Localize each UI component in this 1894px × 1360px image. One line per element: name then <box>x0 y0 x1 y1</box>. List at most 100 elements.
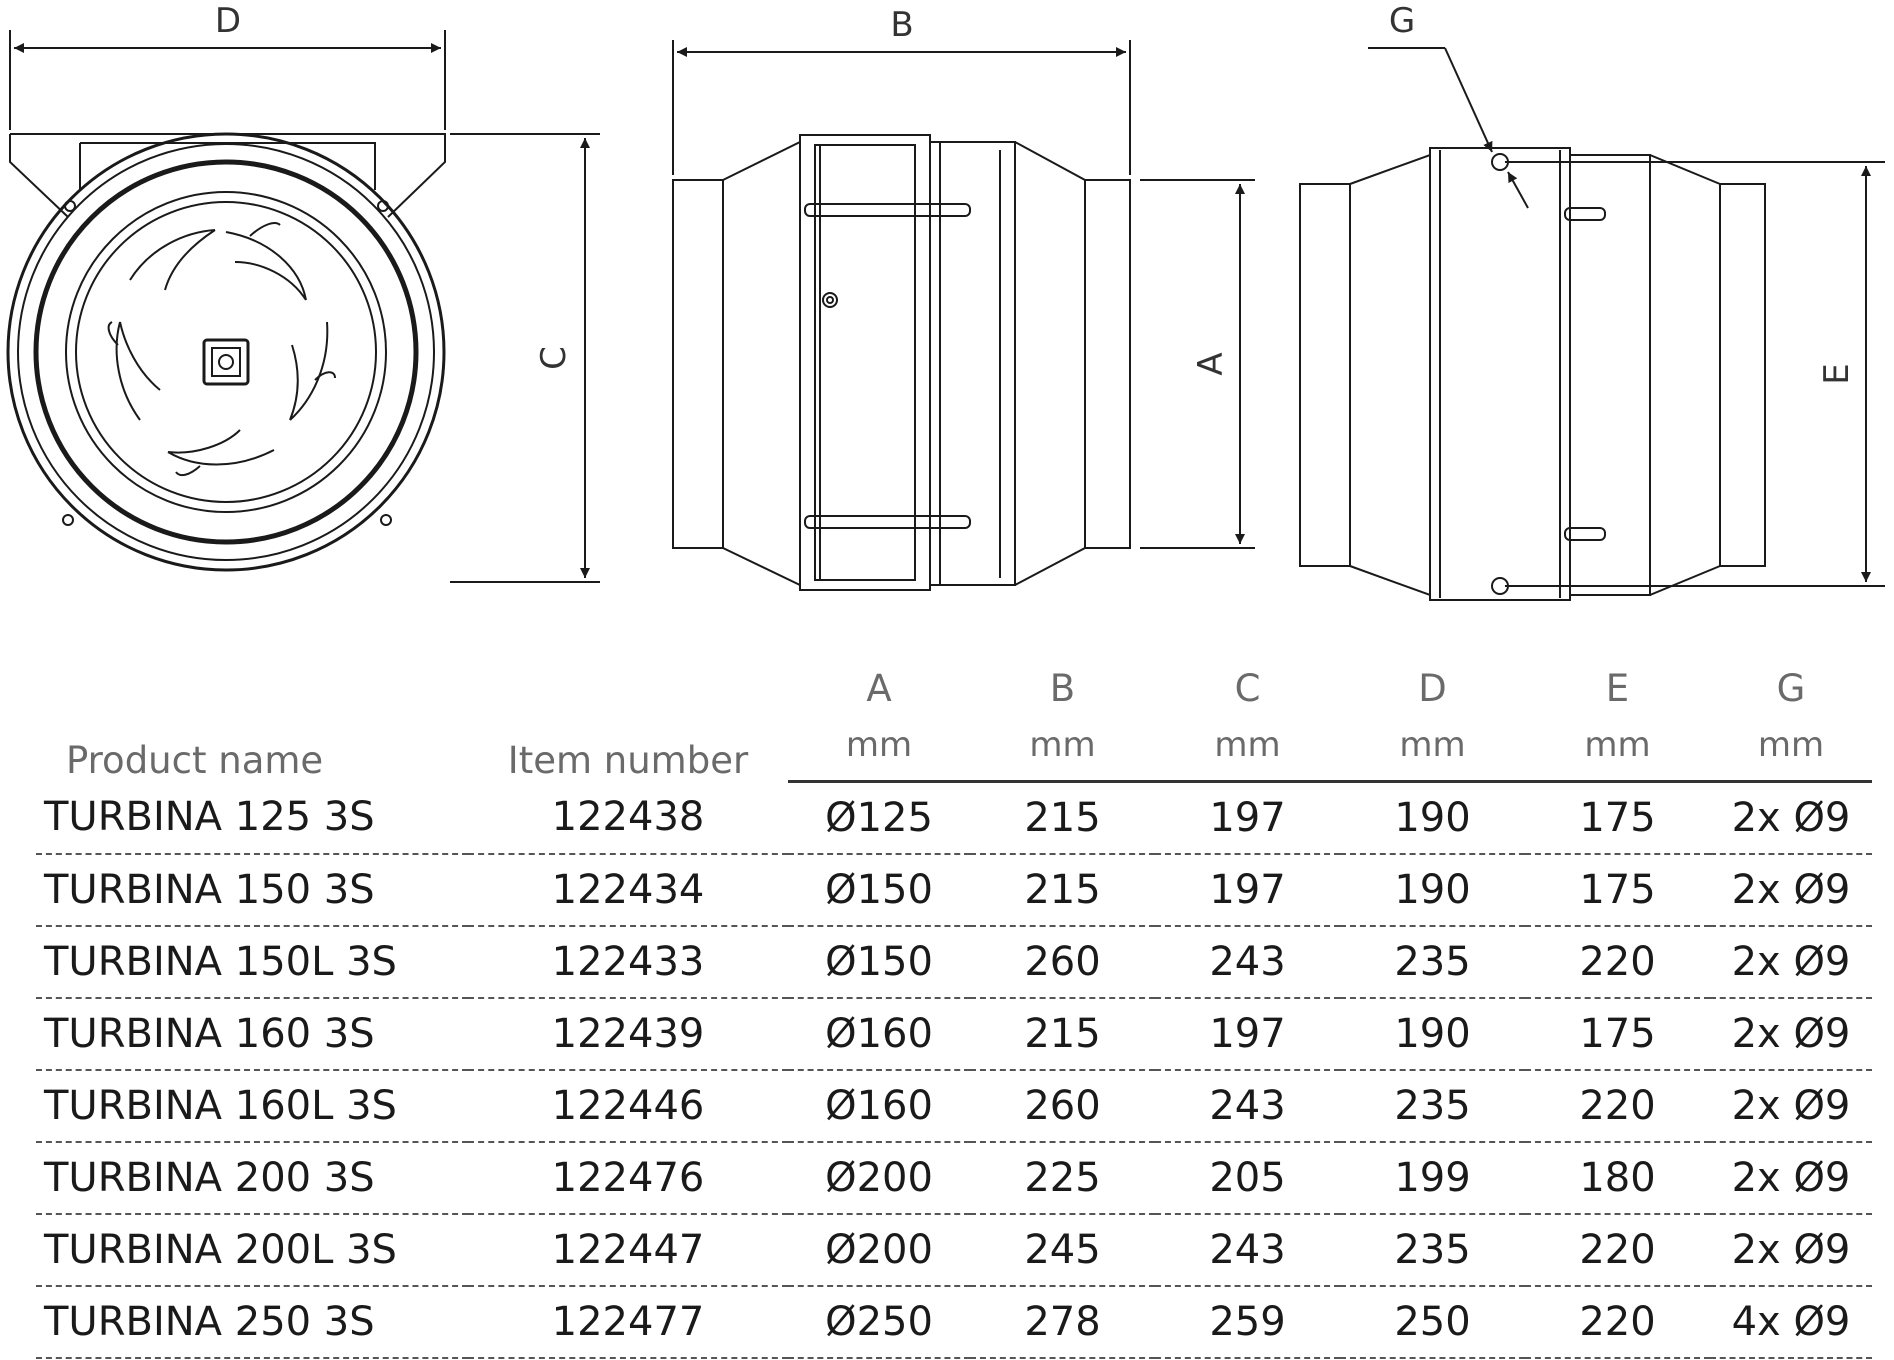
dim-d-cell: 250 <box>1340 1286 1525 1359</box>
dim-label-d: D <box>215 1 241 41</box>
table-header: Product name Item number A B C D E G mm … <box>36 638 1872 783</box>
product-name-cell: TURBINA 160L 3S <box>36 1070 468 1143</box>
item-number-cell: 122446 <box>468 1070 788 1143</box>
dim-d-cell: 190 <box>1340 781 1525 855</box>
product-name-cell: TURBINA 200L 3S <box>36 1214 468 1287</box>
dim-a-cell: Ø160 <box>788 998 970 1071</box>
product-name-cell: TURBINA 150L 3S <box>36 926 468 999</box>
dim-g-cell: 2x Ø9 <box>1710 781 1872 855</box>
dim-label-b: B <box>890 5 913 45</box>
dim-a-cell: Ø250 <box>788 1286 970 1359</box>
header-unit-e: mm <box>1525 710 1710 783</box>
header-item-number: Item number <box>507 738 749 782</box>
dim-g-cell: 2x Ø9 <box>1710 1214 1872 1287</box>
dim-b-cell: 245 <box>970 1214 1155 1287</box>
dim-c-cell: 243 <box>1155 926 1340 999</box>
dim-g-cell: 2x Ø9 <box>1710 1070 1872 1143</box>
dim-e-cell: 220 <box>1525 926 1710 999</box>
item-number-cell: 122439 <box>468 998 788 1071</box>
product-name-cell: TURBINA 250 3S <box>36 1286 468 1359</box>
dim-b-cell: 215 <box>970 998 1155 1071</box>
dim-e-cell: 175 <box>1525 998 1710 1071</box>
table-row: TURBINA 160 3S 122439 Ø160 215 197 190 1… <box>36 998 1872 1071</box>
header-col-e: E <box>1605 667 1630 710</box>
dim-a-cell: Ø200 <box>788 1214 970 1287</box>
dim-c-cell: 259 <box>1155 1286 1340 1359</box>
dim-label-e: E <box>1817 363 1857 384</box>
front-view <box>6 132 446 572</box>
dimensions-table: Product name Item number A B C D E G mm … <box>36 638 1872 1359</box>
dim-g-cell: 4x Ø9 <box>1710 1286 1872 1359</box>
header-col-g: G <box>1776 667 1806 710</box>
dimension-lines <box>9 30 1885 587</box>
dim-a-cell: Ø125 <box>788 781 970 855</box>
dim-c-cell: 197 <box>1155 854 1340 927</box>
table-body: TURBINA 125 3S 122438 Ø125 215 197 190 1… <box>36 781 1872 1359</box>
header-col-b: B <box>1049 667 1076 710</box>
dim-d-cell: 235 <box>1340 1214 1525 1287</box>
dim-e-cell: 175 <box>1525 854 1710 927</box>
header-unit-c: mm <box>1155 710 1340 783</box>
dim-b-cell: 215 <box>970 854 1155 927</box>
rear-view <box>1299 147 1766 601</box>
dim-d-cell: 235 <box>1340 1070 1525 1143</box>
table-row: TURBINA 160L 3S 122446 Ø160 260 243 235 … <box>36 1070 1872 1143</box>
dim-d-cell: 199 <box>1340 1142 1525 1215</box>
dim-g-cell: 2x Ø9 <box>1710 926 1872 999</box>
dim-label-g: G <box>1389 1 1415 41</box>
dim-label-c: C <box>534 346 574 370</box>
dim-g-cell: 2x Ø9 <box>1710 998 1872 1071</box>
dim-e-cell: 220 <box>1525 1070 1710 1143</box>
table-row: TURBINA 150 3S 122434 Ø150 215 197 190 1… <box>36 854 1872 927</box>
side-view <box>672 134 1131 591</box>
header-product-name: Product name <box>66 738 324 782</box>
item-number-cell: 122447 <box>468 1214 788 1287</box>
header-col-d: D <box>1418 667 1447 710</box>
dim-b-cell: 215 <box>970 781 1155 855</box>
dim-e-cell: 220 <box>1525 1286 1710 1359</box>
dim-b-cell: 278 <box>970 1286 1155 1359</box>
dim-d-cell: 190 <box>1340 854 1525 927</box>
header-unit-a: mm <box>788 710 970 783</box>
table-row: TURBINA 250 3S 122477 Ø250 278 259 250 2… <box>36 1286 1872 1359</box>
item-number-cell: 122433 <box>468 926 788 999</box>
table-row: TURBINA 125 3S 122438 Ø125 215 197 190 1… <box>36 781 1872 855</box>
table-row: TURBINA 150L 3S 122433 Ø150 260 243 235 … <box>36 926 1872 999</box>
item-number-cell: 122477 <box>468 1286 788 1359</box>
product-name-cell: TURBINA 125 3S <box>36 781 468 855</box>
dim-c-cell: 197 <box>1155 781 1340 855</box>
product-name-cell: TURBINA 160 3S <box>36 998 468 1071</box>
header-unit-b: mm <box>970 710 1155 783</box>
dim-g-cell: 2x Ø9 <box>1710 854 1872 927</box>
dim-a-cell: Ø160 <box>788 1070 970 1143</box>
dim-label-a: A <box>1191 352 1231 375</box>
dim-e-cell: 175 <box>1525 781 1710 855</box>
header-col-a: A <box>866 667 892 710</box>
dim-a-cell: Ø150 <box>788 854 970 927</box>
dim-c-cell: 197 <box>1155 998 1340 1071</box>
dim-c-cell: 243 <box>1155 1070 1340 1143</box>
dim-a-cell: Ø150 <box>788 926 970 999</box>
dim-b-cell: 260 <box>970 926 1155 999</box>
product-name-cell: TURBINA 150 3S <box>36 854 468 927</box>
dim-d-cell: 190 <box>1340 998 1525 1071</box>
header-unit-d: mm <box>1340 710 1525 783</box>
item-number-cell: 122476 <box>468 1142 788 1215</box>
dim-e-cell: 180 <box>1525 1142 1710 1215</box>
dim-a-cell: Ø200 <box>788 1142 970 1215</box>
dim-b-cell: 260 <box>970 1070 1155 1143</box>
header-col-c: C <box>1234 667 1261 710</box>
dim-c-cell: 205 <box>1155 1142 1340 1215</box>
header-unit-g: mm <box>1710 710 1872 783</box>
product-name-cell: TURBINA 200 3S <box>36 1142 468 1215</box>
table-row: TURBINA 200 3S 122476 Ø200 225 205 199 1… <box>36 1142 1872 1215</box>
dim-g-cell: 2x Ø9 <box>1710 1142 1872 1215</box>
dim-e-cell: 220 <box>1525 1214 1710 1287</box>
dim-b-cell: 225 <box>970 1142 1155 1215</box>
table-row: TURBINA 200L 3S 122447 Ø200 245 243 235 … <box>36 1214 1872 1287</box>
item-number-cell: 122438 <box>468 781 788 855</box>
item-number-cell: 122434 <box>468 854 788 927</box>
dim-d-cell: 235 <box>1340 926 1525 999</box>
technical-drawings: D B G C A E <box>6 1 1885 601</box>
dim-c-cell: 243 <box>1155 1214 1340 1287</box>
